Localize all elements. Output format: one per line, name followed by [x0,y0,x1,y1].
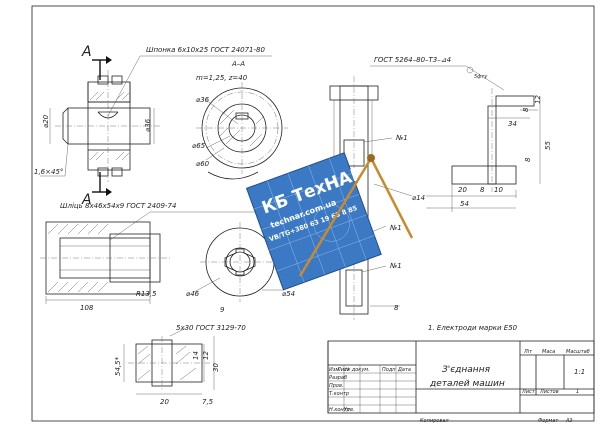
weld-circle-label: 5фту [474,74,488,80]
tb-format-value: А3 [565,418,573,424]
tb-sheets: Листов [539,389,559,395]
key-spec-label: Шпонка 6х10х25 ГОСТ 24071-80 [146,46,265,54]
pin-spec-label: 5х30 ГОСТ 3129-70 [176,324,246,332]
tb-razrab: Разраб [329,375,347,381]
tb-scale-value: 1:1 [574,368,585,376]
diameter-20-label: ⌀20 [42,114,50,128]
title-line-1: З'єднання [442,365,491,375]
tb-sign: Подп [382,367,396,373]
tb-tkontr: Т.контр [329,391,349,397]
note-electrodes: 1. Електроди марки Е50 [428,324,518,332]
title-line-2: деталей машин [429,379,505,389]
tb-prov: Пров. [329,383,344,389]
tb-mass: Маса [542,349,555,355]
dim-14-label: 14 [192,351,200,360]
dim-20-label: 20 [458,186,467,194]
dim-7-5-label: 7,5 [202,398,214,406]
dim-55-label: 55 [544,141,552,150]
tb-date: Дата [397,367,411,373]
pin-joint-view [123,327,215,395]
diameter-60-label: ⌀60 [196,160,210,168]
dim-54-label: 54 [460,200,469,208]
dim-34-label: 34 [508,120,517,128]
diameter-54-label: ⌀54 [282,290,295,298]
dim-12-label: 12 [534,95,542,104]
tb-doc: № докум. [344,367,370,373]
bracket-view [370,65,541,212]
spline-shaft-view [40,211,262,304]
spline-spec-label: Шліць 8х46х54х9 ГОСТ 2409-74 [60,202,176,210]
shaft-key-view [40,55,272,196]
width-9-label: 9 [220,306,225,314]
weld-number-1b: №1 [389,224,402,232]
tb-format-label: Формат [538,418,559,424]
radius-13-5-label: R13,5 [136,290,157,298]
diameter-65-label: ⌀65 [192,142,206,150]
title-block [327,340,595,414]
dim-30-label: 30 [212,363,220,372]
watermark-logo: КБ ТехНАР technar.com.ua VB/TG+380 63 19… [245,152,382,291]
dim-12b-label: 12 [202,351,210,360]
tb-copied: Копировал [420,418,449,424]
tb-scale: Масштаб [566,349,590,355]
gear-spec-label: m=1,25, z=40 [196,74,248,82]
dim-8a-label: 8 [522,107,530,112]
dim-8b-label: 8 [524,157,532,162]
weld-number-1c: №1 [389,262,402,270]
diameter-14-label: ⌀14 [412,194,425,202]
weld-number-1a: №1 [395,134,408,142]
gear-diameter-36-label: ⌀36 [196,96,210,104]
tb-nkontr: Н.контр [329,407,350,413]
tb-utv: Утв. [344,407,355,413]
section-mark-top: А [81,44,92,60]
chamfer-label: 1,6×45° [34,168,63,176]
tb-lit: Літ [523,349,533,355]
length-108-label: 108 [80,304,94,312]
dim-10-label: 10 [494,186,503,194]
dim-8d-label: 8 [394,304,399,312]
dim-8c-label: 8 [480,186,485,194]
tb-list: Лист [336,367,351,373]
tb-sheet: Лист [521,389,536,395]
dim-20b-label: 20 [160,398,169,406]
watermark-compass-icon [298,154,414,277]
tb-izm: Изм [329,367,339,373]
tb-sheets-count: 1 [576,389,579,395]
diameter-36-left-label: ⌀36 [144,118,152,132]
drawing-frame [31,5,595,422]
dim-54-5-label: 54,5* [114,356,122,376]
diameter-46-label: ⌀46 [186,290,200,298]
gear-section-view [196,82,288,180]
section-title: А–А [231,60,245,68]
section-mark-bottom: А [81,192,92,208]
weld-spec-label: ГОСТ 5264–80–Т3–⊿4 [374,56,451,64]
